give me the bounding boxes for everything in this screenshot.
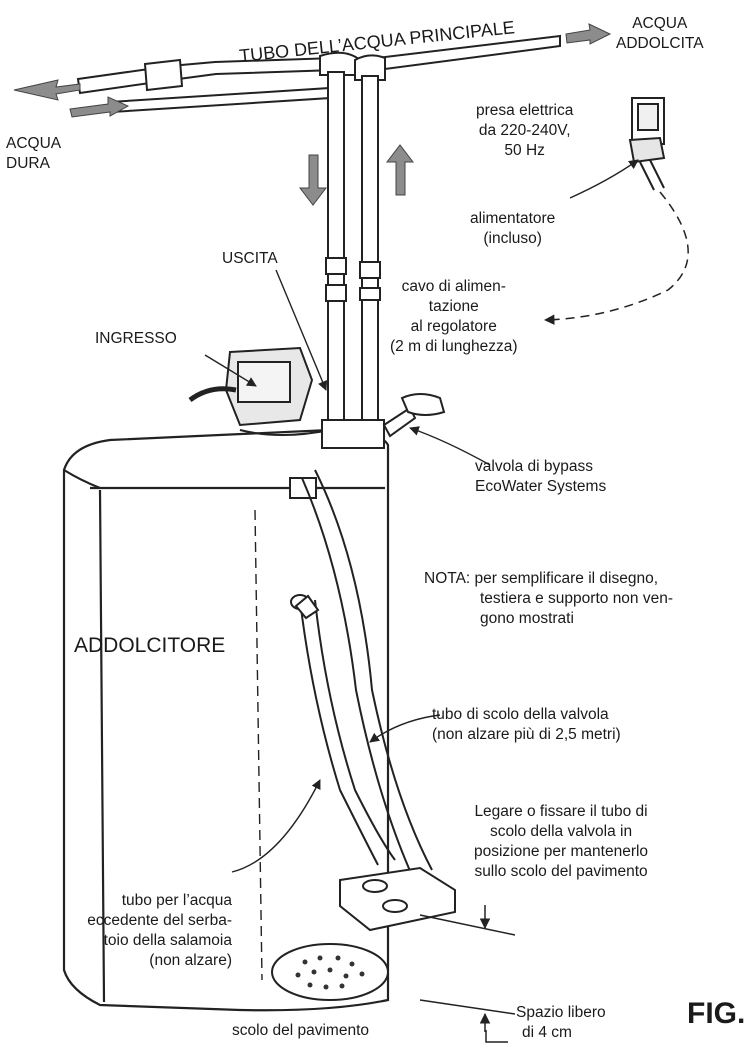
inlet-label: INGRESSO — [95, 330, 177, 347]
main-water-pipe — [76, 34, 561, 114]
softener-label: ADDOLCITORE — [74, 634, 226, 657]
power-cord — [543, 191, 689, 325]
vertical-pipes — [325, 71, 381, 428]
floor-drain — [271, 943, 389, 1001]
air-gap-marker — [419, 905, 516, 1043]
drain-hoses — [299, 469, 433, 881]
power-outlet — [628, 97, 666, 191]
bypass-valve — [321, 393, 446, 449]
figure-label: FIG. — [687, 997, 746, 1030]
leader-lines — [204, 159, 639, 873]
up-flow-arrow — [385, 144, 415, 196]
flow-arrows — [13, 23, 612, 206]
down-flow-arrow — [298, 154, 328, 206]
hard-water-out-arrow — [13, 79, 81, 101]
hard-water-in-arrow — [69, 96, 130, 118]
valve-drain-label: tubo di scolo della valvola(non alzare p… — [432, 706, 621, 743]
floor-drain-label: scolo del pavimento — [232, 1022, 369, 1039]
soft-water-arrow — [565, 23, 612, 45]
adapter-label: alimentatore(incluso) — [470, 210, 556, 247]
overflow-elbow — [290, 594, 320, 620]
note-label: NOTA: per semplificare il disegno,testie… — [424, 570, 674, 627]
softener-tank — [62, 428, 390, 1012]
drain-block — [339, 866, 456, 932]
outlet-label: USCITA — [222, 250, 278, 267]
